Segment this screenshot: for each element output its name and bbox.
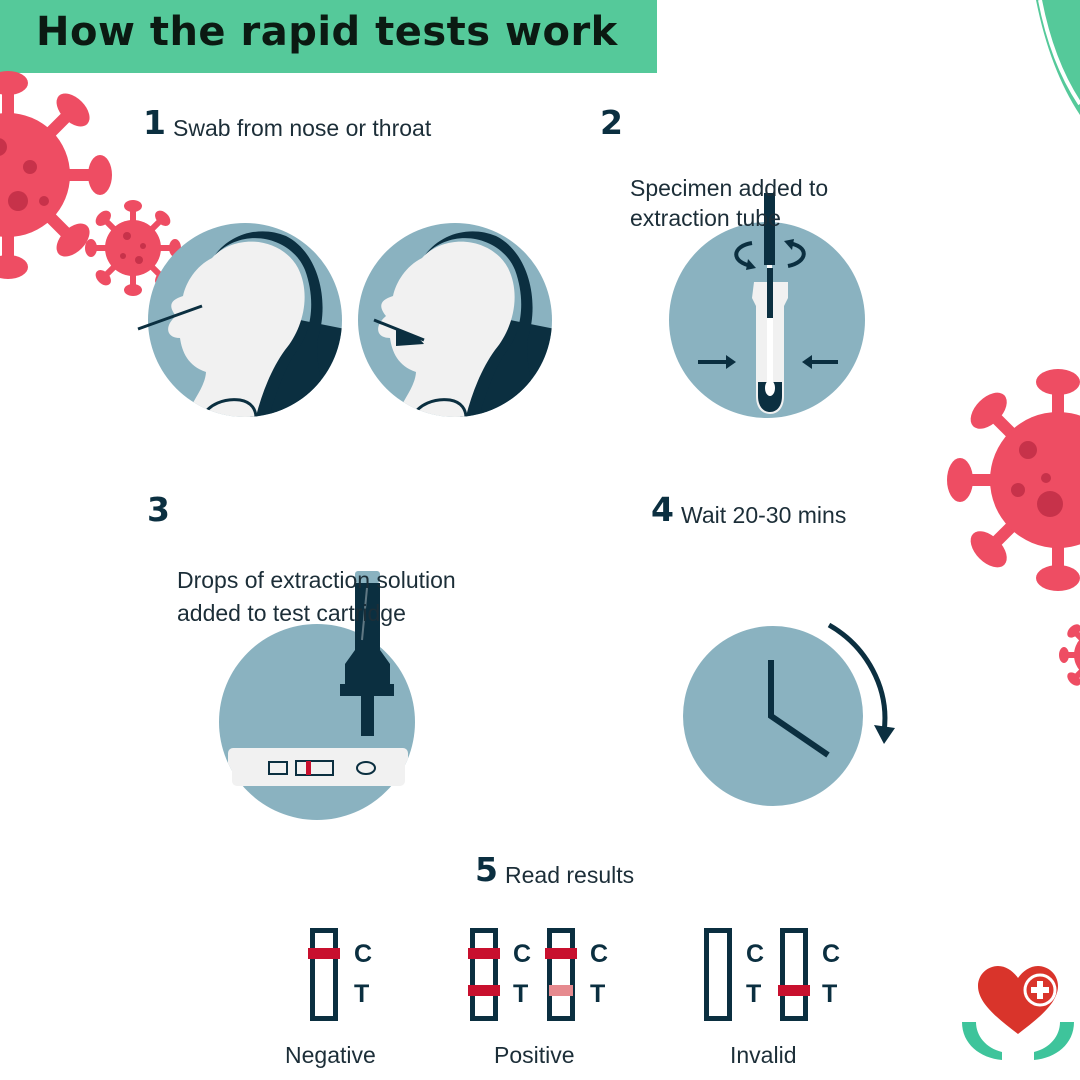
step-2: 2 Specimen added to extraction tube [600, 106, 900, 263]
test-letter: T [590, 980, 605, 1008]
title-bar [0, 0, 657, 73]
result-label-invalid: Invalid [730, 1042, 797, 1068]
decorative-arc [1036, 0, 1080, 115]
result-label-positive: Positive [494, 1042, 575, 1068]
virus-icon [0, 71, 112, 279]
step-3-number: 3 [147, 490, 170, 529]
step-1-number: 1 [143, 103, 166, 142]
step-2-text: Specimen added to extraction tube [630, 175, 829, 231]
test-letter: T [354, 980, 369, 1008]
clock-icon [683, 626, 863, 806]
control-letter: C [354, 940, 372, 968]
step-3-text: Drops of extraction solution added to te… [177, 567, 456, 626]
step-2-number: 2 [600, 103, 623, 142]
result-invalid-test-only-strip: C T [778, 928, 840, 1021]
test-letter: T [513, 980, 528, 1008]
extraction-tube-illustration [669, 193, 865, 418]
step-1: 1 Swab from nose or throat [143, 106, 563, 143]
step-1-text: Swab from nose or throat [173, 115, 432, 141]
result-positive-strip: C T [468, 928, 531, 1021]
control-letter: C [822, 940, 840, 968]
step-5-text: Read results [505, 862, 635, 888]
page-title: How the rapid tests work [36, 9, 618, 55]
test-letter: T [746, 980, 761, 1008]
step-5: 5 Read results [475, 853, 735, 890]
result-negative-strip: C T [308, 928, 372, 1021]
step-4: 4 Wait 20-30 mins [651, 493, 951, 530]
swab-throat-illustration [358, 223, 552, 417]
test-cartridge-illustration [219, 571, 415, 820]
control-letter: C [590, 940, 608, 968]
virus-icon [85, 200, 181, 296]
virus-icon [1059, 624, 1080, 686]
control-letter: C [513, 940, 531, 968]
result-invalid-empty-strip: C T [704, 928, 764, 1021]
virus-icon [947, 369, 1080, 591]
control-letter: C [746, 940, 764, 968]
result-label-negative: Negative [285, 1042, 376, 1068]
step-5-number: 5 [475, 850, 498, 889]
step-3: 3 Drops of extraction solution added to … [147, 493, 567, 663]
step-4-number: 4 [651, 490, 674, 529]
result-positive-faint-strip: C T [545, 928, 608, 1021]
rotation-arrow-icon [827, 622, 895, 744]
health-care-logo-icon [962, 966, 1074, 1060]
step-4-text: Wait 20-30 mins [681, 502, 847, 528]
swab-nose-illustration [137, 223, 342, 417]
test-letter: T [822, 980, 837, 1008]
